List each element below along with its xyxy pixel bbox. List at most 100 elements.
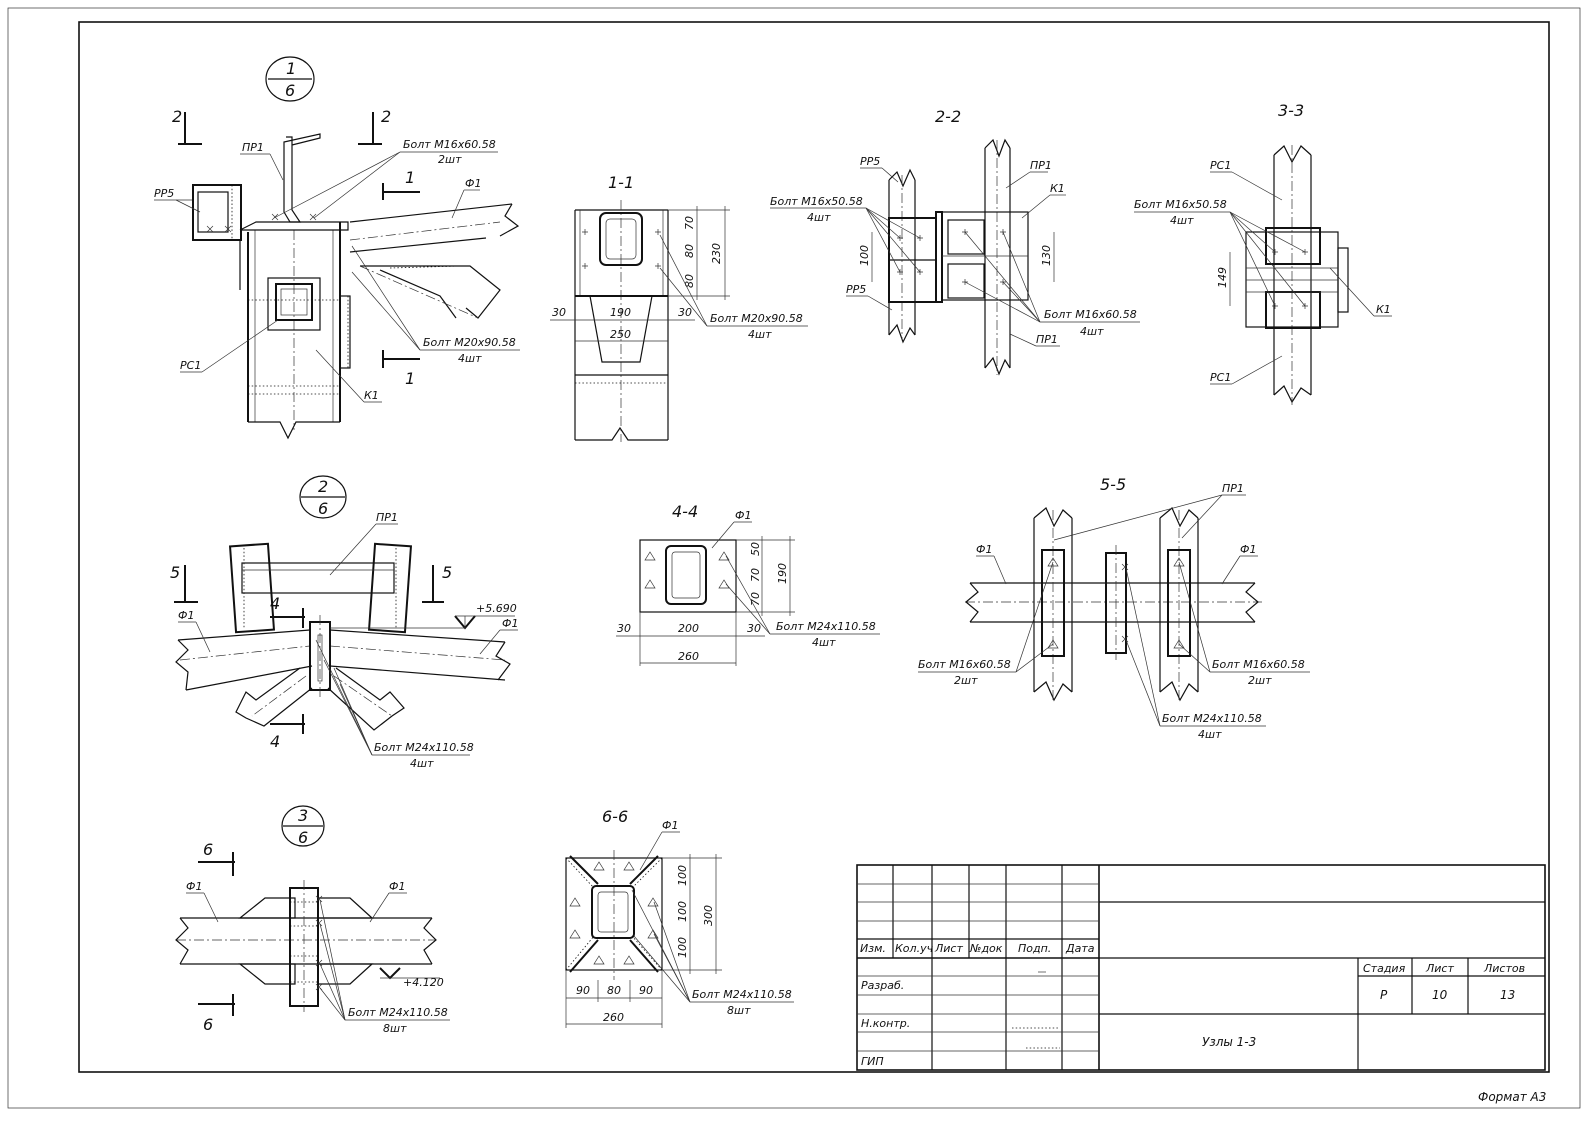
node-1-view: 1 6 2 2 1 1 — [154, 56, 520, 440]
cut-label: 4 — [270, 732, 280, 751]
node-sheet: 6 — [298, 828, 308, 847]
section-title: 5-5 — [1100, 475, 1126, 494]
part-label: Ф1 — [389, 880, 405, 893]
section-5-5: 5-5 ПР1 Ф1 Ф1 Болт М — [918, 475, 1310, 741]
node-3-view: 3 6 6 6 +4.120 Ф1 Ф1 — [175, 805, 450, 1035]
tb-header: Изм. — [860, 942, 886, 955]
part-label: Ф1 — [1240, 543, 1256, 556]
section-title: 2-2 — [935, 107, 961, 126]
bolt-spec: Болт М24х110.58 — [374, 741, 474, 754]
cut-label: 6 — [203, 840, 213, 859]
dim-label: 100 — [676, 901, 689, 922]
bolt-qty: 2шт — [1248, 674, 1272, 687]
dim-label: 30 — [678, 306, 692, 319]
dim-label: 70 — [749, 592, 762, 606]
bolt-spec: Болт М16х50.58 — [1134, 198, 1227, 211]
bolt-qty: 2шт — [954, 674, 978, 687]
bolt-qty: 4шт — [812, 636, 836, 649]
part-label: К1 — [364, 389, 379, 402]
section-6-6: 6-6 100 100 100 300 90 80 90 260 Ф1 — [565, 807, 794, 1028]
bolt-spec: Болт М16х60.58 — [1212, 658, 1305, 671]
dim-label: 260 — [678, 650, 699, 663]
dim-label: 250 — [610, 328, 631, 341]
section-1-1: 1-1 70 80 80 230 30 190 30 250 Болт М — [550, 173, 808, 442]
part-label: РР5 — [860, 155, 880, 168]
part-label: РС1 — [1210, 371, 1231, 384]
part-label: Ф1 — [186, 880, 202, 893]
part-label: РР5 — [846, 283, 866, 296]
bolt-spec: Болт М24х110.58 — [776, 620, 876, 633]
bolt-qty: 8шт — [727, 1004, 751, 1017]
part-label: ПР1 — [1030, 159, 1052, 172]
dim-label: 30 — [747, 622, 761, 635]
tb-header: Дата — [1065, 942, 1095, 955]
part-label: ПР1 — [1222, 482, 1244, 495]
node-sheet: 6 — [285, 81, 295, 100]
cut-label: 5 — [170, 563, 180, 582]
cut-label: 1 — [405, 369, 415, 388]
dim-label: 90 — [639, 984, 653, 997]
dim-label: 100 — [858, 245, 871, 266]
bolt-qty: 4шт — [748, 328, 772, 341]
cut-label: 1 — [405, 168, 415, 187]
bolt-qty: 4шт — [1080, 325, 1104, 338]
bolt-qty: 8шт — [383, 1022, 407, 1035]
section-title: 4-4 — [672, 502, 698, 521]
section-3-3: 3-3 149 РС1 РС1 К1 Болт М16х50.58 4шт — [1134, 101, 1392, 405]
cut-label: 4 — [270, 594, 280, 613]
node-marker — [299, 475, 347, 519]
bolt-qty: 4шт — [410, 757, 434, 770]
tb-header: Подп. — [1018, 942, 1051, 955]
cut-label: 6 — [203, 1015, 213, 1034]
bolt-qty: 4шт — [458, 352, 482, 365]
part-label: К1 — [1050, 182, 1065, 195]
dim-label: 80 — [683, 244, 696, 258]
tb-role: Н.контр. — [861, 1017, 910, 1030]
dim-label: 230 — [710, 243, 723, 264]
node-number: 3 — [298, 806, 308, 825]
part-label: Ф1 — [662, 819, 678, 832]
bolt-spec: Болт М16х60.58 — [1044, 308, 1137, 321]
tb-sheets-total: 13 — [1500, 988, 1515, 1002]
tb-sheet: 10 — [1432, 988, 1448, 1002]
dim-label: 130 — [1040, 245, 1053, 266]
tb-header: Лист — [1425, 962, 1454, 975]
node-sheet: 6 — [318, 499, 328, 518]
bolt-spec: Болт М16х60.58 — [918, 658, 1011, 671]
part-label: К1 — [1376, 303, 1391, 316]
part-label: РС1 — [180, 359, 201, 372]
bolt-spec: Болт М24х110.58 — [1162, 712, 1262, 725]
dim-label: 100 — [676, 865, 689, 886]
inner-frame — [78, 21, 1550, 1073]
section-title: 3-3 — [1278, 101, 1304, 120]
cut-label: 5 — [442, 563, 452, 582]
cut-label: 2 — [381, 107, 391, 126]
part-label: РС1 — [1210, 159, 1231, 172]
tb-header: Стадия — [1363, 962, 1406, 975]
section-4-4: 4-4 50 70 70 190 30 200 30 260 Ф1 Болт М… — [616, 502, 880, 666]
title-block: Изм. Кол.уч Лист №док Подп. Дата Разраб.… — [856, 864, 1546, 1071]
tb-header: Лист — [934, 942, 963, 955]
tb-stage: Р — [1380, 988, 1388, 1002]
bolt-qty: 4шт — [807, 211, 831, 224]
sheet-format: Формат А3 — [1478, 1090, 1546, 1104]
node-marker — [281, 805, 325, 847]
part-label: Ф1 — [976, 543, 992, 556]
dim-label: 80 — [683, 274, 696, 288]
dim-label: 30 — [552, 306, 566, 319]
part-label: ПР1 — [242, 141, 264, 154]
bolt-spec: Болт М16х60.58 — [403, 138, 496, 151]
dim-label: 70 — [683, 216, 696, 230]
tb-header: Листов — [1483, 962, 1525, 975]
part-label: ПР1 — [376, 511, 398, 524]
bolt-spec: Болт М20х90.58 — [423, 336, 516, 349]
bolt-spec: Болт М24х110.58 — [692, 988, 792, 1001]
node-number: 2 — [318, 477, 328, 496]
tb-header: №док — [969, 942, 1003, 955]
dim-label: 30 — [617, 622, 631, 635]
dim-label: 90 — [576, 984, 590, 997]
dim-label: 260 — [603, 1011, 624, 1024]
elevation-mark: +5.690 — [476, 602, 517, 615]
tb-header: Кол.уч — [895, 942, 934, 955]
